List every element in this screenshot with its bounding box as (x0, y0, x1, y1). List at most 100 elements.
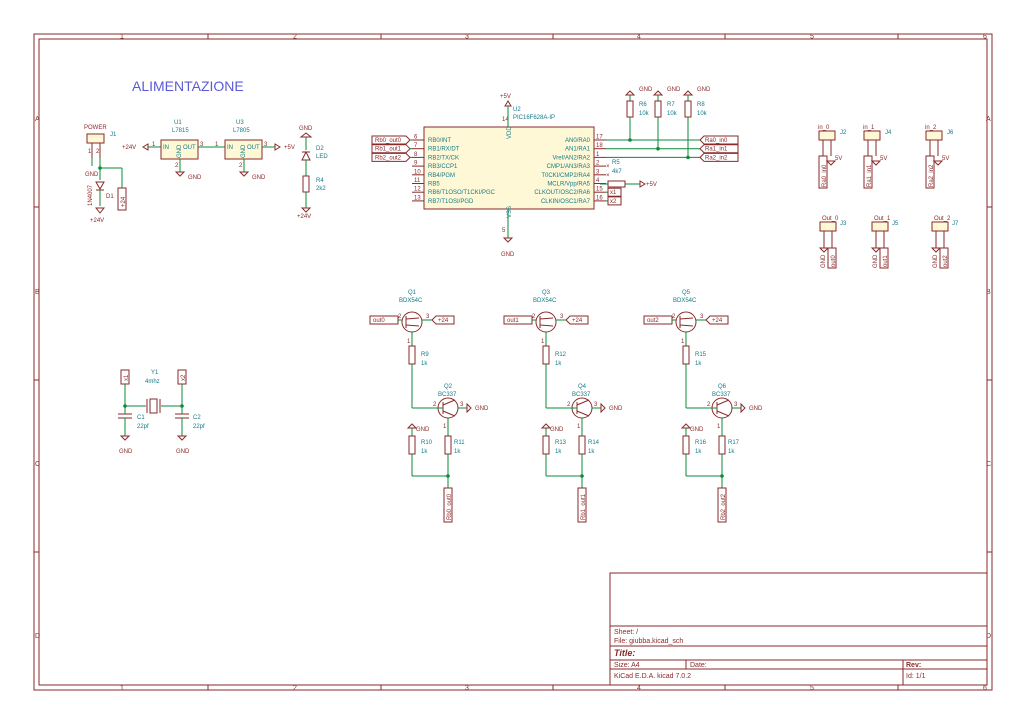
svg-text:IN: IN (227, 145, 233, 151)
pin-num: 3 (734, 402, 738, 408)
svg-text:Y1: Y1 (151, 370, 159, 376)
input-conn-ref: J6 (947, 130, 954, 136)
row-marker-left: B (35, 289, 40, 296)
pin-num: 3 (560, 314, 564, 320)
svg-text:GND: GND (501, 252, 515, 258)
r10-val: 1k (421, 449, 428, 455)
pin-num: 3 (594, 402, 598, 408)
svg-text:3: 3 (264, 142, 268, 148)
svg-text:C1: C1 (137, 415, 145, 421)
svg-text:U2: U2 (513, 107, 521, 113)
input-conn-5v: 5V (880, 156, 887, 162)
mcu-pin-name: T0CKI/CMP2/RA4 (541, 173, 590, 179)
mcu-pin-number: 1 (596, 152, 600, 158)
pin-num: 1 (541, 339, 545, 345)
pin-num: 2 (433, 402, 437, 408)
q2-ref: Q6 (718, 384, 727, 390)
q2-val: BC337 (572, 392, 591, 398)
driver-input-net: out1 (507, 318, 519, 324)
svg-text:1: 1 (152, 142, 156, 148)
output-conn-name: Out_0 (822, 216, 839, 222)
q2-val: BC337 (712, 392, 731, 398)
mcu-pin-name: RB6/T1OSO/T1CKI/PGC (428, 190, 496, 196)
svg-text:IN: IN (163, 145, 169, 151)
input-conn-net: Ra2_in2 (929, 164, 935, 187)
q1-ref: Q1 (408, 290, 417, 296)
pin-num: 3 (700, 314, 704, 320)
driver-input-net: out2 (647, 318, 659, 324)
driver-output-net: Rb1_out1 (581, 493, 587, 520)
input-conn-name: in_1 (863, 125, 875, 131)
section-heading: ALIMENTAZIONE (132, 78, 244, 94)
pullup-val: 10k (639, 111, 650, 117)
driver-output-net: Rb0_out0 (447, 493, 453, 520)
svg-text:D2: D2 (316, 146, 324, 152)
mcu-pin-name: RB1/RX/DT (428, 147, 460, 153)
output-conn-ref: J7 (952, 221, 959, 227)
power-connector: POWER J1 1 2 GND D1 1N4007 +24V +24 (84, 125, 127, 224)
pin-num: 2 (567, 402, 571, 408)
d1-val: 1N4007 (88, 184, 94, 206)
no-connect: × (606, 173, 610, 179)
svg-text:x1: x1 (124, 374, 130, 381)
mcu-pin-number: 4 (596, 178, 600, 184)
mcu-pin-name: Vref/AN2/RA2 (553, 155, 591, 161)
tb-tool: KiCad E.D.A. kicad 7.0.2 (614, 673, 691, 680)
output-conn-ref: J3 (840, 221, 847, 227)
pullup-gnd: GND (639, 87, 653, 93)
svg-text:U3: U3 (236, 120, 244, 126)
input-conn-name: in_2 (925, 125, 937, 131)
mcu-pin-number: 8 (414, 152, 418, 158)
mcu-pin-name: AN0/RA0 (565, 138, 591, 144)
tb-id: Id: 1/1 (906, 673, 926, 680)
svg-text:LED: LED (316, 154, 328, 160)
pullup-val: 10k (697, 111, 708, 117)
mcu-pin-name: AN1/RA1 (565, 147, 591, 153)
power-24v: +24V (90, 218, 104, 224)
col-marker-top: 2 (293, 34, 297, 41)
net-label: Rb1_out1 (375, 147, 402, 153)
input-conn-5v: 5V (835, 156, 842, 162)
q2-gnd: GND (749, 406, 763, 412)
svg-text:+24V: +24V (297, 214, 311, 220)
mcu-pin-name: MCLR/Vpp/RA5 (547, 182, 590, 188)
driver-24v-net: +24 (438, 318, 449, 324)
output-conn-ref: J5 (892, 221, 899, 227)
svg-text:C2: C2 (193, 415, 201, 421)
pin-num: 1 (681, 339, 685, 345)
col-marker-top: 5 (810, 34, 814, 41)
svg-text:5: 5 (502, 228, 506, 234)
pin-num: 2 (672, 314, 676, 320)
svg-text:14: 14 (502, 117, 509, 123)
svg-text:+24V: +24V (122, 145, 136, 151)
mcu-pin-number: 11 (414, 178, 421, 184)
svg-text:2k2: 2k2 (316, 186, 326, 192)
q1-ref: Q5 (682, 290, 691, 296)
svg-text:2: 2 (175, 163, 179, 169)
mcu-pin-number: 15 (596, 187, 603, 193)
net-label: Ra1_in1 (705, 147, 728, 153)
col-marker-top: 1 (120, 34, 124, 41)
mcu-pin-number: 9 (414, 161, 418, 167)
r11-val: 1k (728, 449, 735, 455)
q2-gnd: GND (475, 406, 489, 412)
input-conn-ref: J4 (885, 130, 892, 136)
q1-val: BDX54C (673, 298, 697, 304)
row-marker-left: A (35, 116, 40, 123)
svg-text:4k7: 4k7 (612, 169, 622, 175)
svg-text:+5V: +5V (646, 182, 657, 188)
outer-frame (33, 33, 993, 691)
pin-num: 1 (717, 424, 721, 430)
svg-text:U1: U1 (174, 120, 182, 126)
mcu-pin-name: CMP1/AN3/RA3 (547, 164, 591, 170)
input-conn-name: in_0 (818, 125, 830, 131)
net-label: x2 (610, 199, 617, 205)
rb-ref: R9 (421, 352, 429, 358)
pullup-val: 10k (667, 111, 678, 117)
col-marker-top: 4 (637, 34, 641, 41)
pin-num: 1 (577, 424, 581, 430)
mcu-pin-name: CLKOUT/OSC2/RA6 (534, 190, 590, 196)
